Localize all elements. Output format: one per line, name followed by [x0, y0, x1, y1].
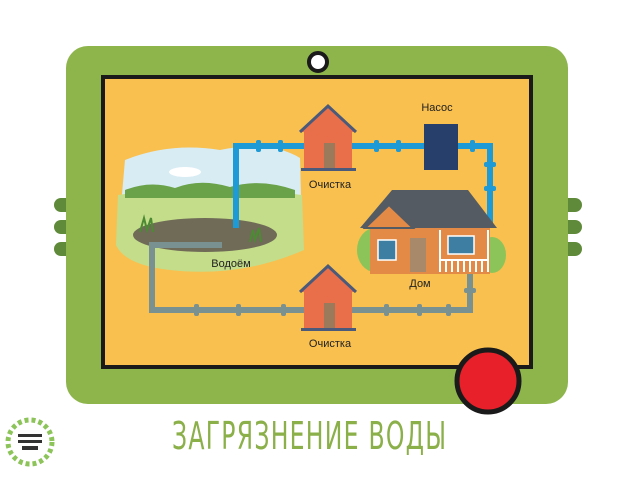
dirty-water-pipe — [149, 242, 473, 313]
dirty-pipe-joints — [194, 288, 476, 316]
treatment-top-label: Очистка — [308, 179, 352, 191]
pond-scene — [116, 146, 304, 272]
clean-pipe-joints — [256, 140, 496, 191]
treatment-plant-top-icon — [298, 103, 358, 171]
red-button[interactable] — [454, 347, 522, 415]
treatment-bottom-label: Очистка — [308, 338, 352, 350]
pump-label: Насос — [421, 102, 453, 114]
logo — [5, 417, 55, 467]
page-title: ЗАГРЯЗНЕНИЕ ВОДЫ — [172, 414, 448, 458]
pump-icon — [424, 124, 458, 170]
house-label: Дом — [409, 278, 431, 290]
treatment-plant-bottom-icon — [298, 263, 358, 331]
house-icon — [357, 190, 506, 274]
pond-label: Водоём — [211, 258, 251, 270]
camera-icon — [307, 51, 329, 73]
